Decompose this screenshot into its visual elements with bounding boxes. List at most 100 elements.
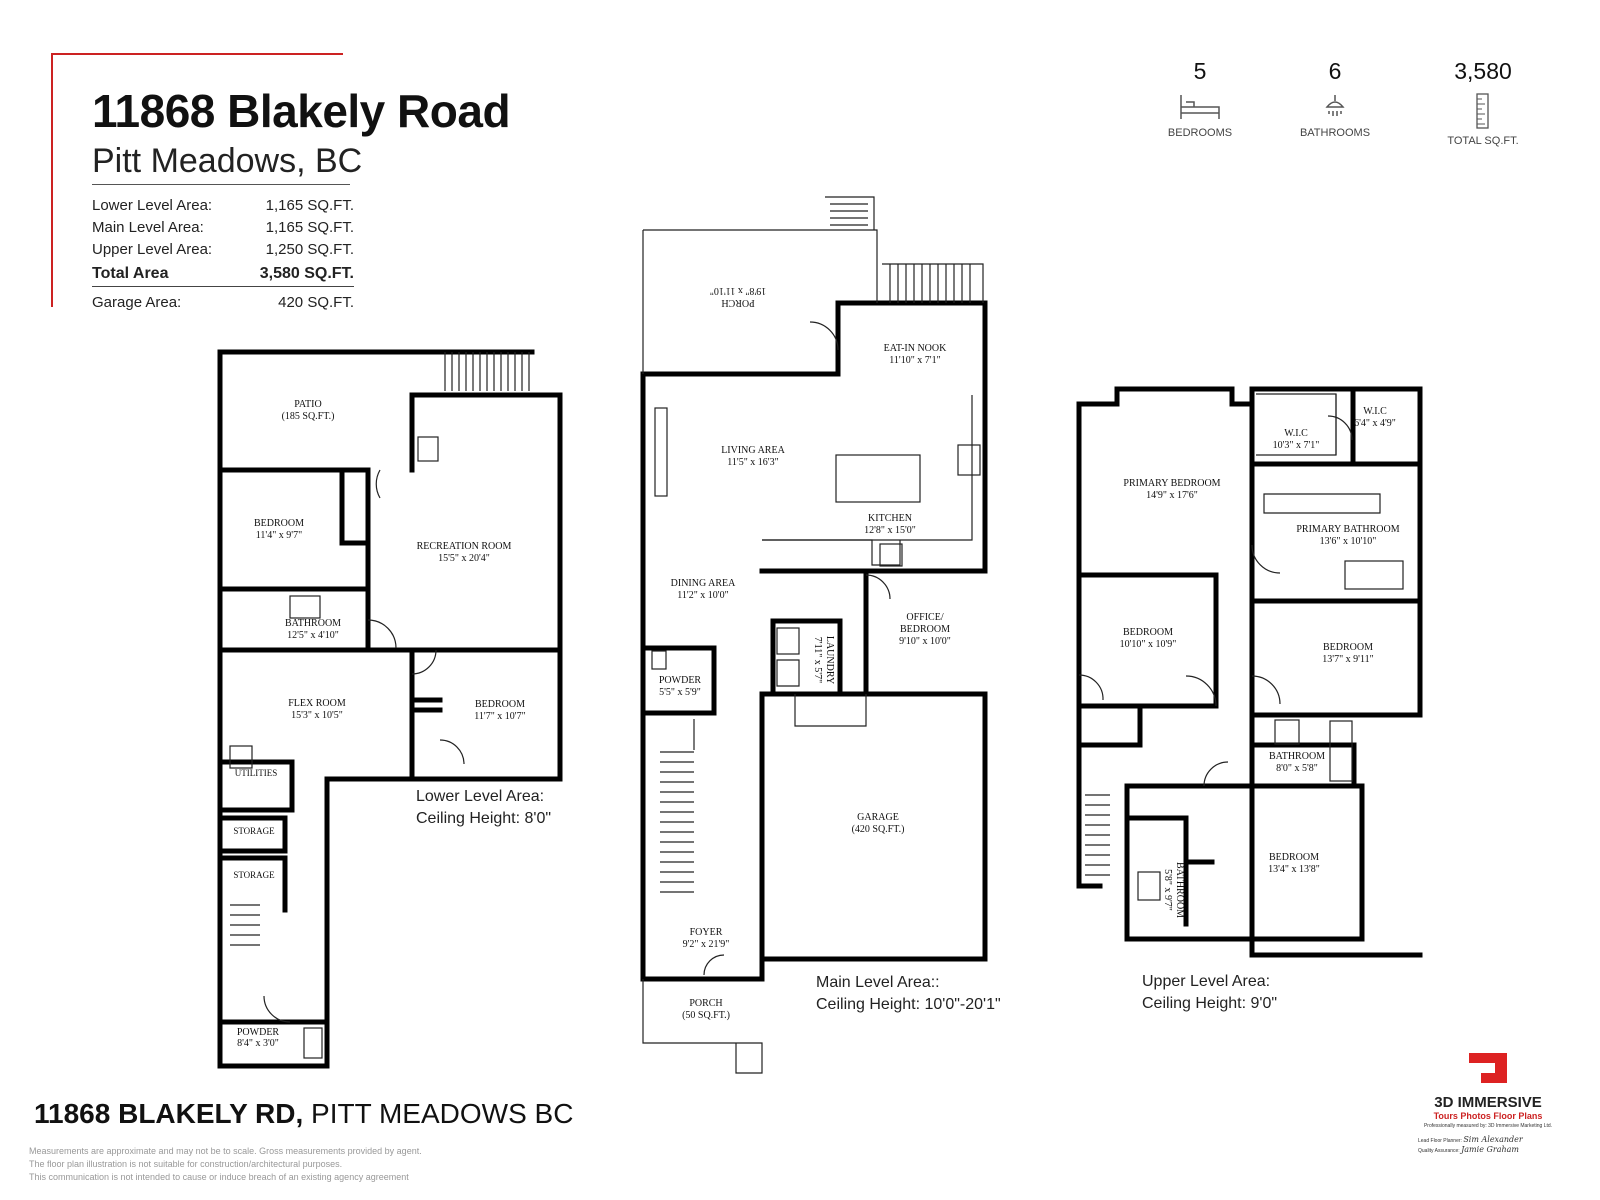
room-porch: PORCH (50 SQ.FT.): [666, 998, 746, 1022]
room-name: BEDROOM: [1322, 642, 1373, 653]
room-name: BATHROOM: [284, 618, 342, 629]
level-ceiling: Ceiling Height: 10'0"-20'1": [816, 996, 1001, 1013]
room-size: 10'3" x 7'1": [1272, 440, 1320, 451]
room-storage: STORAGE: [233, 826, 275, 836]
room-name: BEDROOM: [1122, 627, 1173, 638]
room-bathroom: BATHROOM 12'5" x 4'10": [268, 618, 358, 642]
planner-label: Lead Floor Planner:: [1418, 1138, 1462, 1144]
lower-level-details: [229, 352, 530, 1059]
room-name-2: BEDROOM: [899, 624, 950, 635]
ruler-icon: [1476, 93, 1489, 129]
lower-level-walls: [217, 349, 563, 1069]
area-label: Main Level Area:: [92, 218, 204, 236]
room-name: W.I.C: [1284, 428, 1308, 439]
room-bedroom: BEDROOM 11'4" x 9'7": [239, 518, 319, 542]
disclaimer: Measurements are approximate and may not…: [29, 1145, 422, 1184]
level-title: Main Level Area::: [816, 974, 940, 991]
level-ceiling: Ceiling Height: 9'0": [1142, 995, 1278, 1012]
room-powder: POWDER 5'5" x 5'9": [648, 675, 712, 699]
room-name: POWDER: [658, 675, 702, 686]
footer-city: PITT MEADOWS BC: [311, 1098, 574, 1129]
main-level-walls: [640, 300, 988, 982]
room-name: DINING AREA: [670, 578, 736, 589]
area-label: Upper Level Area:: [92, 240, 213, 258]
room-garage: GARAGE (420 SQ.FT.): [838, 812, 918, 836]
logo-note: Professionally measured by: 3D Immersive…: [1423, 1123, 1553, 1129]
room-kitchen: KITCHEN 12'8" x 15'0": [845, 513, 935, 537]
room-size: 11'5" x 16'3": [727, 457, 779, 468]
room-size: 12'5" x 4'10": [287, 630, 339, 641]
room-size: 19'8" x 11'10": [709, 285, 767, 296]
stat-bedrooms: 5 BEDROOMS: [1145, 58, 1255, 139]
room-name: KITCHEN: [868, 513, 912, 524]
room-size: 6'4" x 4'9": [1354, 418, 1396, 429]
total-label: Total Area: [92, 265, 169, 282]
qa-credit: Quality Assurance: Jamie Graham: [1418, 1145, 1558, 1154]
room-laundry: LAUNDRY 7'11" x 5'7": [811, 625, 835, 695]
stat-value: 3,580: [1454, 58, 1512, 84]
room-primary-bathroom: PRIMARY BATHROOM 13'6" x 10'10": [1288, 524, 1408, 548]
room-size: 15'3" x 10'5": [291, 710, 343, 721]
room-utilities: UTILITIES: [234, 768, 278, 778]
stat-total-sqft: 3,580 TOTAL SQ.FT.: [1428, 58, 1538, 147]
room-bathroom: BATHROOM 8'0" x 5'8": [1262, 751, 1332, 775]
room-size: 15'5" x 20'4": [438, 553, 490, 564]
level-ceiling: Ceiling Height: 8'0": [416, 810, 552, 827]
room-patio: PATIO (185 SQ.FT.): [278, 399, 338, 423]
footer-street: 11868 BLAKELY RD,: [34, 1098, 304, 1129]
disclaimer-line: Measurements are approximate and may not…: [29, 1146, 422, 1156]
room-size: 9'10" x 10'0": [899, 636, 951, 647]
room-name: POWDER: [236, 1027, 280, 1038]
room-storage: STORAGE: [233, 870, 275, 880]
room-size: (420 SQ.FT.): [851, 824, 905, 835]
stat-label: BATHROOMS: [1299, 127, 1371, 139]
room-name: PRIMARY BEDROOM: [1123, 478, 1221, 489]
footer-address: 11868 BLAKELY RD, PITT MEADOWS BC: [34, 1098, 573, 1130]
stat-label: BEDROOMS: [1167, 127, 1233, 139]
garage-label: Garage Area:: [92, 293, 182, 311]
logo-brand: 3D IMMERSIVE: [1434, 1094, 1542, 1111]
room-recreation: RECREATION ROOM 15'5" x 20'4": [404, 541, 524, 565]
room-name: W.I.C: [1363, 406, 1387, 417]
room-size: 11'4" x 9'7": [255, 530, 303, 541]
room-name: BEDROOM: [1268, 852, 1319, 863]
area-value: 1,165 SQ.FT.: [265, 196, 354, 214]
bed-icon: [1180, 95, 1220, 119]
stat-value: 6: [1328, 58, 1342, 84]
room-primary-bedroom: PRIMARY BEDROOM 14'9" x 17'6": [1112, 478, 1232, 502]
upper-level-walls: [1076, 386, 1423, 958]
room-size: 13'7" x 9'11": [1322, 654, 1374, 665]
garage-value: 420 SQ.FT.: [278, 293, 354, 311]
area-row-total: Total Area 3,580 SQ.FT.: [92, 262, 354, 287]
area-value: 1,165 SQ.FT.: [265, 218, 354, 236]
lower-level-caption: Lower Level Area: Ceiling Height: 8'0": [416, 786, 551, 830]
room-name: BEDROOM: [253, 518, 304, 529]
area-value: 1,250 SQ.FT.: [265, 240, 354, 258]
room-foyer: FOYER 9'2" x 21'9": [666, 927, 746, 951]
room-dining: DINING AREA 11'2" x 10'0": [658, 578, 748, 602]
room-size: 8'4" x 3'0": [237, 1038, 279, 1049]
room-name: PATIO: [294, 399, 322, 410]
room-name: GARAGE: [857, 812, 899, 823]
room-size: (50 SQ.FT.): [682, 1010, 730, 1021]
property-city: Pitt Meadows, BC: [92, 142, 363, 180]
room-size: 5'5" x 5'9": [659, 687, 701, 698]
room-size: 10'10" x 10'9": [1119, 639, 1177, 650]
room-size: 9'2" x 21'9": [682, 939, 730, 950]
shower-icon: [1325, 95, 1345, 116]
room-size: 8'0" x 5'8": [1276, 763, 1318, 774]
area-row-garage: Garage Area: 420 SQ.FT.: [92, 291, 354, 313]
room-size: (185 SQ.FT.): [281, 411, 335, 422]
room-name: RECREATION ROOM: [416, 541, 512, 552]
disclaimer-line: This communication is not intended to ca…: [29, 1172, 409, 1182]
stat-bathrooms: 6 BATHROOMS: [1280, 58, 1390, 139]
room-bedroom: BEDROOM 10'10" x 10'9": [1108, 627, 1188, 651]
planner-name: Sim Alexander: [1463, 1135, 1523, 1144]
room-name: LAUNDRY: [824, 635, 835, 685]
qa-label: Quality Assurance:: [1418, 1148, 1460, 1154]
room-size: 14'9" x 17'6": [1146, 490, 1198, 501]
room-size: 12'8" x 15'0": [864, 525, 916, 536]
room-size: 13'4" x 13'8": [1268, 864, 1320, 875]
area-summary-table: Lower Level Area: 1,165 SQ.FT. Main Leve…: [92, 194, 354, 313]
